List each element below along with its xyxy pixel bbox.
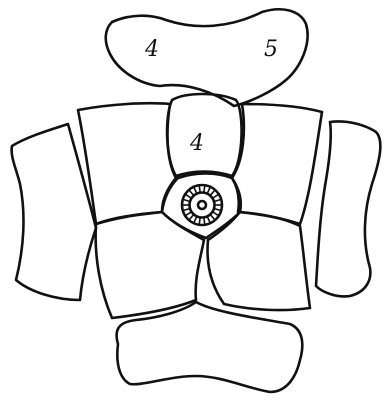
rosette-ray — [213, 194, 219, 198]
rosette-ray — [194, 187, 197, 193]
rosette-ray — [186, 212, 192, 216]
bottom-plate — [117, 302, 303, 392]
rosette-ray — [183, 209, 190, 211]
rosette-ray — [189, 190, 194, 195]
upper-left-plate — [78, 103, 176, 224]
rosette-ray — [213, 212, 219, 216]
upper-center-plate — [167, 94, 242, 176]
central-plate — [162, 174, 241, 239]
rosette-ray — [183, 200, 190, 202]
rosette-ray — [207, 187, 210, 193]
rosette-ray — [210, 190, 215, 195]
rosette-ray — [214, 209, 221, 211]
right-side-plate — [316, 121, 380, 296]
left-side-plate — [12, 124, 96, 300]
rosette-ray — [199, 217, 200, 224]
lower-left-plate — [96, 212, 204, 318]
rosette-ray — [204, 186, 205, 193]
rosette-ray — [186, 194, 192, 198]
upper-center-plate-label: 4 — [189, 131, 204, 156]
rosette-center — [198, 201, 206, 209]
rosette-inner-ring — [190, 193, 215, 218]
top-plate-label-right: 5 — [264, 37, 278, 62]
rosette-ray — [189, 214, 194, 219]
central-rosette — [182, 185, 222, 225]
top-plate-label-left: 4 — [144, 37, 159, 62]
rosette-ray — [194, 216, 197, 222]
rosette-ray — [207, 216, 210, 222]
rosette-ray — [199, 186, 200, 193]
rosette-ray — [214, 200, 221, 202]
rosette-ray — [204, 217, 205, 224]
rosette-ray — [210, 214, 215, 219]
upper-right-plate — [232, 104, 322, 224]
